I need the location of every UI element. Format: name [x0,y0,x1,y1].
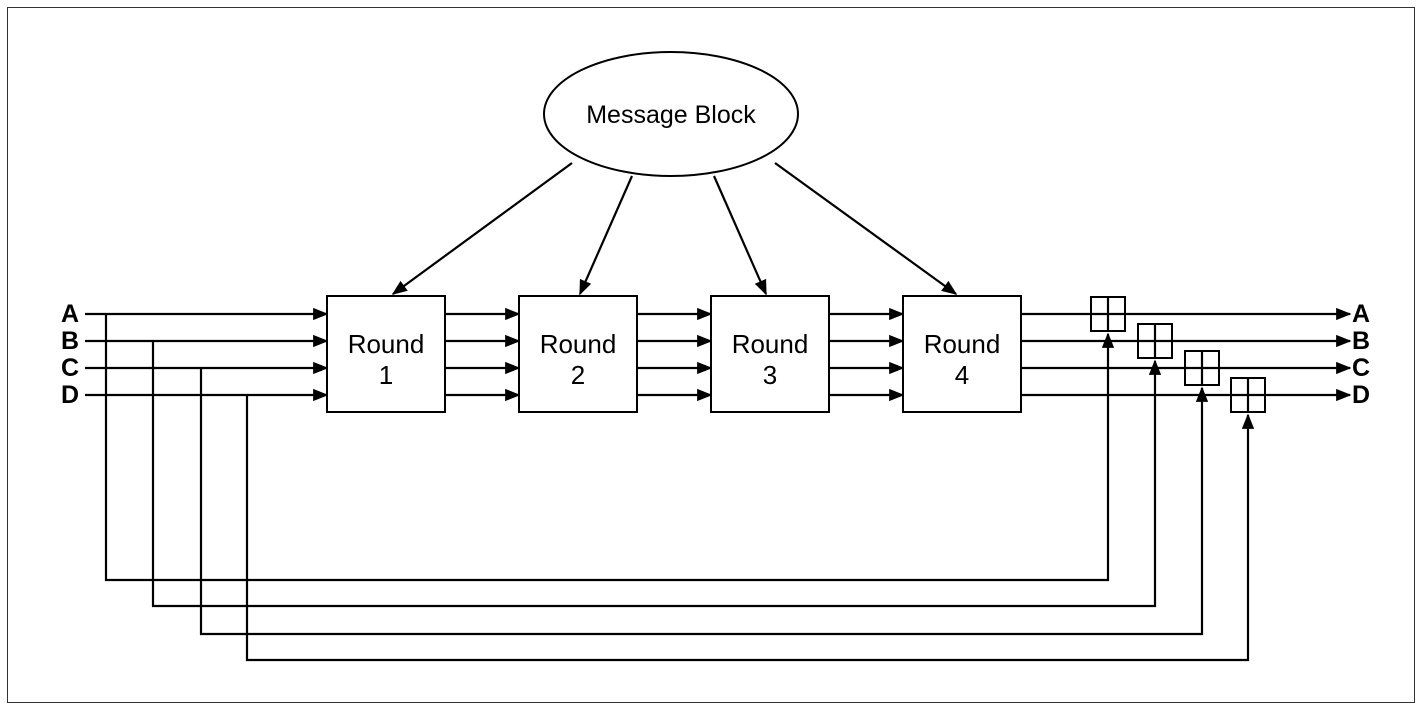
message-arrow-round-3 [712,175,768,296]
input-label-b: B [61,327,79,355]
feedback-loops [104,314,1255,662]
adder-c-icon [1184,350,1220,386]
round-1-number: 1 [379,360,393,390]
adder-d-icon [1230,377,1266,413]
round-1-label: Round [348,329,425,359]
input-label-c: C [61,354,79,382]
input-labels: A B C D [61,300,79,409]
round-2: Round 2 [518,295,638,413]
input-label-d: D [61,381,79,409]
input-lines [85,307,329,402]
feedback-c [199,368,1209,636]
round-3-number: 3 [763,360,777,390]
round-4: Round 4 [902,295,1022,413]
feedback-d [245,395,1255,662]
message-arrow-round-4 [774,162,958,295]
input-label-a: A [61,300,79,328]
round-2-label: Round [540,329,617,359]
round-connections [445,307,905,402]
round-3: Round 3 [710,295,830,413]
round-4-number: 4 [955,360,969,390]
message-arrows [391,162,958,296]
feedback-a [104,314,1115,582]
output-label-d: D [1352,381,1370,409]
output-labels: A B C D [1352,300,1370,409]
adder-a-icon [1090,296,1126,332]
message-block: Message Block [543,51,799,177]
round-4-label: Round [924,329,1001,359]
output-label-c: C [1352,354,1370,382]
round-1: Round 1 [326,295,446,413]
message-arrow-round-2 [578,175,634,296]
feedback-b [151,341,1162,608]
message-arrow-round-1 [391,162,573,295]
output-label-b: B [1352,327,1370,355]
adder-b-icon [1137,323,1173,359]
round-3-label: Round [732,329,809,359]
round-2-number: 2 [571,360,585,390]
output-label-a: A [1352,300,1370,328]
message-block-label: Message Block [586,101,756,129]
